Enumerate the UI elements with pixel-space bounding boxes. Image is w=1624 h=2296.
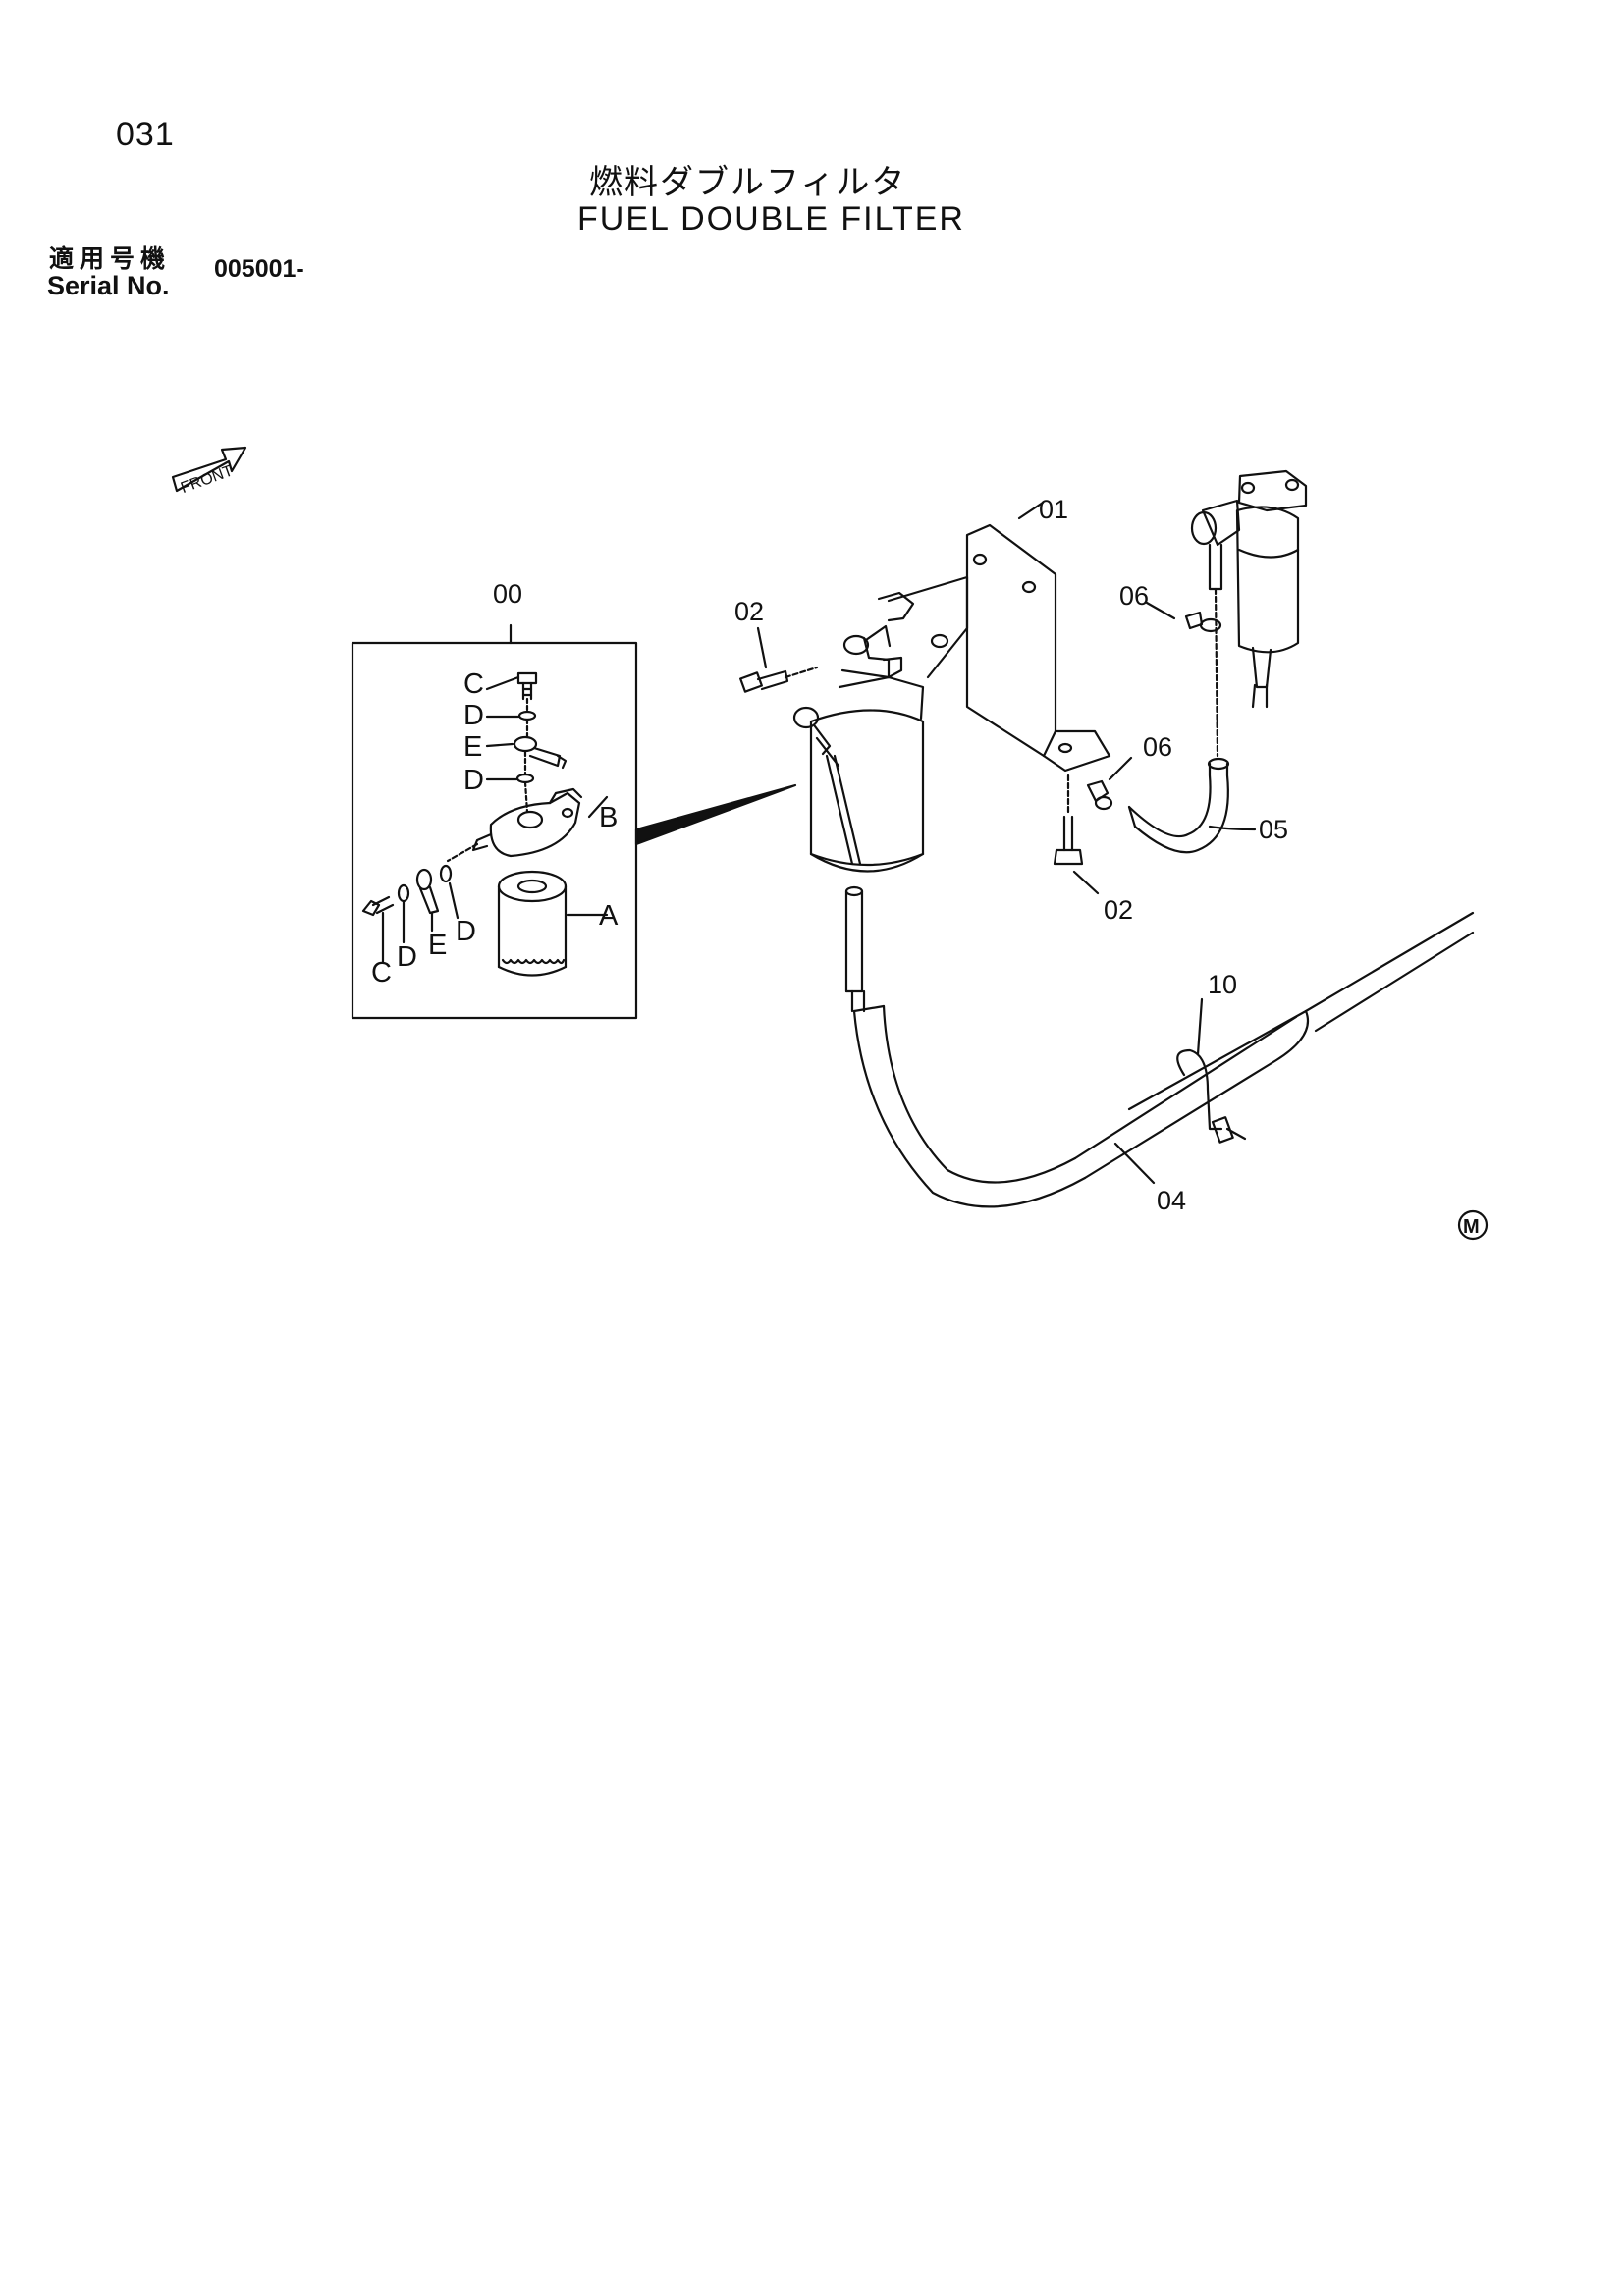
callout-06-lower: 06: [1143, 732, 1172, 762]
callout-06-upper: 06: [1119, 581, 1149, 611]
filter-head-b: [471, 780, 583, 858]
inset-callout-c-top: C: [463, 668, 484, 700]
serial-label-japanese: 適用号機: [49, 245, 172, 273]
eye-fitting-e: [513, 735, 568, 770]
washer-d-bottom: [397, 883, 410, 903]
bolt-c-bottom: [361, 895, 395, 917]
front-arrow-icon: FRONT: [171, 446, 247, 497]
callout-04: 04: [1157, 1186, 1186, 1215]
serial-value: 005001-: [214, 255, 304, 283]
serial-label: Serial No.: [47, 271, 170, 300]
clamp-06-upper: [1184, 611, 1222, 633]
inset-callout-c-bottom: C: [371, 957, 392, 988]
inset-callout-d-side: D: [456, 916, 476, 947]
inset-callout-a: A: [599, 900, 619, 932]
bracket-01: [877, 523, 1111, 773]
hose-04: [844, 885, 1475, 1208]
callout-00: 00: [493, 579, 522, 609]
bolt-02-upper: [739, 669, 789, 693]
washer-d-mid: [515, 773, 535, 784]
callout-02-lower: 02: [1104, 895, 1133, 925]
callout-10: 10: [1208, 970, 1237, 999]
callout-02-upper: 02: [734, 597, 764, 626]
callout-05: 05: [1259, 815, 1288, 844]
page-title-japanese: 燃料ダブルフィルタ: [589, 164, 907, 201]
bolt-02-lower: [1053, 815, 1084, 866]
clamp-10: [1176, 1048, 1247, 1144]
inset-callout-d-mid: D: [463, 765, 484, 796]
inset-callout-d-bottom: D: [397, 941, 417, 973]
eye-fitting-e-bottom: [415, 868, 440, 915]
inset-callout-e-mid: E: [463, 731, 482, 763]
inset-pointer: [634, 783, 797, 846]
front-arrow-label: FRONT: [179, 462, 236, 497]
model-mark: M: [1463, 1216, 1480, 1238]
hose-05: [1127, 757, 1230, 854]
model-mark-circle: [1457, 1209, 1489, 1241]
inset-detail-box: [351, 641, 638, 1020]
pre-filter: [1190, 469, 1308, 709]
inset-callout-d-top: D: [463, 700, 484, 731]
callout-01: 01: [1039, 495, 1068, 524]
inset-callout-b: B: [599, 802, 618, 833]
inset-callout-e-bottom: E: [428, 930, 447, 961]
washer-d-side: [439, 864, 453, 883]
clamp-06-lower: [1086, 779, 1113, 811]
page-number: 031: [116, 116, 175, 153]
washer-d-top: [517, 710, 537, 721]
bolt-c-top: [516, 671, 538, 701]
page-title: FUEL DOUBLE FILTER: [577, 200, 965, 238]
filter-element-a: [497, 870, 568, 977]
main-filter: [792, 624, 925, 873]
